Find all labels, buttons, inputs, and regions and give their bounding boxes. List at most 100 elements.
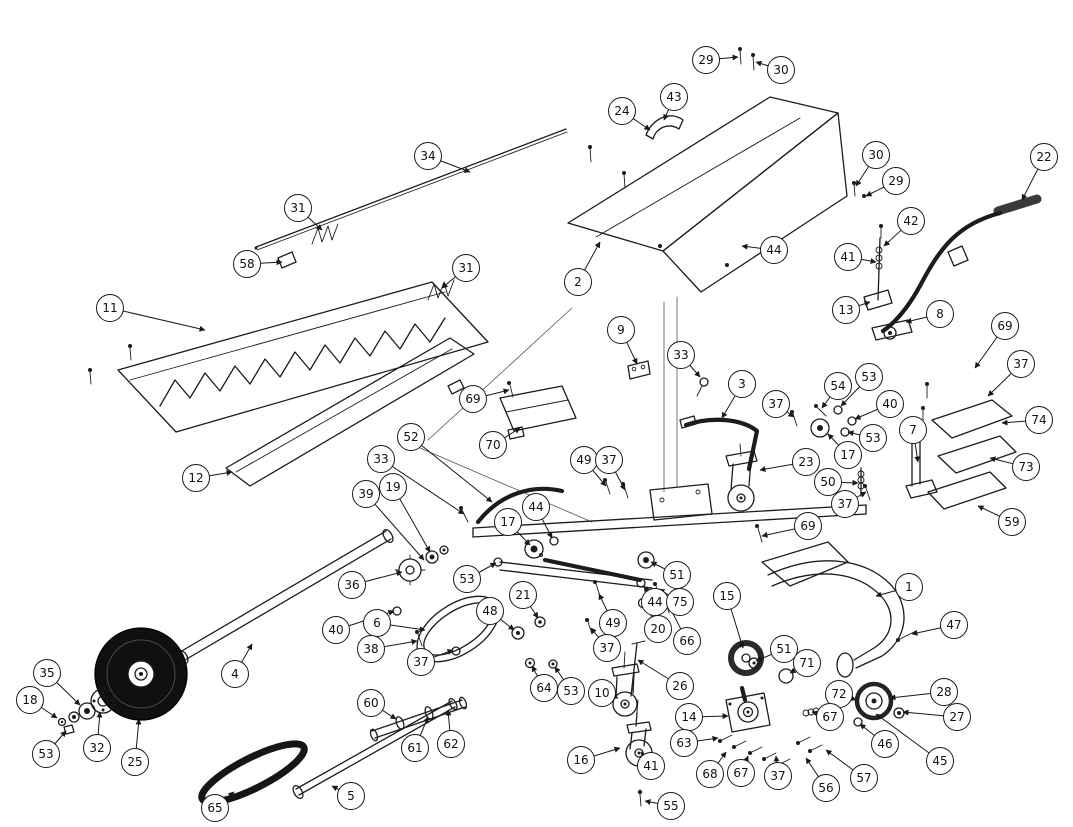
callout-balloon-39: 39 <box>352 480 380 508</box>
callout-balloon-8: 8 <box>926 300 954 328</box>
callout-balloon-54: 54 <box>824 372 852 400</box>
callout-balloon-37: 37 <box>762 390 790 418</box>
callout-balloon-20: 20 <box>644 615 672 643</box>
main-frame <box>419 296 917 642</box>
callout-balloon-42: 42 <box>897 207 925 235</box>
callout-balloon-40: 40 <box>322 616 350 644</box>
callout-balloon-7: 7 <box>899 416 927 444</box>
callout-balloon-53: 53 <box>453 565 481 593</box>
callout-balloon-11: 11 <box>96 294 124 322</box>
callout-balloon-63: 63 <box>670 729 698 757</box>
callout-balloon-30: 30 <box>767 56 795 84</box>
callout-balloon-36: 36 <box>338 571 366 599</box>
callout-balloon-44: 44 <box>641 588 669 616</box>
callout-balloon-18: 18 <box>16 686 44 714</box>
callout-balloon-53: 53 <box>32 740 60 768</box>
callout-balloon-37: 37 <box>593 634 621 662</box>
callout-balloon-31: 31 <box>452 254 480 282</box>
callout-balloon-73: 73 <box>1012 453 1040 481</box>
callout-balloon-45: 45 <box>926 747 954 775</box>
callout-balloon-19: 19 <box>379 473 407 501</box>
callout-balloon-25: 25 <box>121 748 149 776</box>
callout-balloon-13: 13 <box>832 296 860 324</box>
callout-balloon-66: 66 <box>673 627 701 655</box>
callout-balloon-58: 58 <box>233 250 261 278</box>
callout-balloon-56: 56 <box>812 774 840 802</box>
callout-balloon-41: 41 <box>834 243 862 271</box>
callout-balloon-6: 6 <box>363 609 391 637</box>
callout-balloon-10: 10 <box>588 679 616 707</box>
callout-balloon-35: 35 <box>33 659 61 687</box>
leader-line-11 <box>109 307 206 332</box>
callout-balloon-32: 32 <box>83 734 111 762</box>
callout-balloon-38: 38 <box>357 635 385 663</box>
callout-balloon-28: 28 <box>930 678 958 706</box>
callout-balloon-17: 17 <box>494 508 522 536</box>
rod-part <box>254 128 568 251</box>
callout-balloon-69: 69 <box>991 312 1019 340</box>
callout-balloon-40: 40 <box>876 390 904 418</box>
callout-balloon-12: 12 <box>182 464 210 492</box>
callout-balloon-31: 31 <box>284 194 312 222</box>
callout-balloon-49: 49 <box>599 609 627 637</box>
front-caster <box>725 443 758 512</box>
leader-line-33 <box>380 458 465 515</box>
callout-balloon-34: 34 <box>414 142 442 170</box>
callout-balloon-69: 69 <box>794 512 822 540</box>
callout-balloon-49: 49 <box>570 446 598 474</box>
callout-balloon-62: 62 <box>437 730 465 758</box>
callout-balloon-48: 48 <box>476 597 504 625</box>
callout-balloon-75: 75 <box>666 588 694 616</box>
callout-balloon-65: 65 <box>201 794 229 822</box>
right-wheel <box>853 681 905 727</box>
callout-balloon-52: 52 <box>397 423 425 451</box>
callout-balloon-64: 64 <box>530 674 558 702</box>
callout-balloon-44: 44 <box>522 493 550 521</box>
callout-balloon-3: 3 <box>728 370 756 398</box>
callout-balloon-22: 22 <box>1030 143 1058 171</box>
callout-balloon-43: 43 <box>660 83 688 111</box>
callout-balloon-5: 5 <box>337 782 365 810</box>
callout-balloon-15: 15 <box>713 582 741 610</box>
callout-balloon-29: 29 <box>882 167 910 195</box>
callout-balloon-30: 30 <box>862 141 890 169</box>
callout-balloon-1: 1 <box>895 573 923 601</box>
callout-balloon-46: 46 <box>871 730 899 758</box>
callout-balloon-69: 69 <box>459 385 487 413</box>
callout-balloon-72: 72 <box>825 680 853 708</box>
callout-balloon-14: 14 <box>675 703 703 731</box>
callout-balloon-17: 17 <box>834 441 862 469</box>
callout-balloon-44: 44 <box>760 236 788 264</box>
callout-balloon-53: 53 <box>855 363 883 391</box>
callout-balloon-26: 26 <box>666 672 694 700</box>
callout-balloon-16: 16 <box>567 746 595 774</box>
callout-balloon-37: 37 <box>764 762 792 790</box>
center-caster <box>611 640 646 717</box>
callout-balloon-67: 67 <box>816 703 844 731</box>
callout-balloon-23: 23 <box>792 448 820 476</box>
callout-balloon-21: 21 <box>509 581 537 609</box>
callout-balloon-37: 37 <box>1007 350 1035 378</box>
callout-balloon-53: 53 <box>557 677 585 705</box>
callout-balloon-37: 37 <box>595 446 623 474</box>
callout-balloon-71: 71 <box>793 649 821 677</box>
callout-balloon-53: 53 <box>859 424 887 452</box>
callout-balloon-55: 55 <box>657 792 685 820</box>
hood-assembly <box>567 47 866 293</box>
callout-balloon-33: 33 <box>667 341 695 369</box>
callout-balloon-57: 57 <box>850 764 878 792</box>
callout-balloon-51: 51 <box>663 561 691 589</box>
callout-balloon-37: 37 <box>831 490 859 518</box>
callout-balloon-59: 59 <box>998 508 1026 536</box>
callout-balloon-29: 29 <box>692 46 720 74</box>
callout-balloon-74: 74 <box>1025 406 1053 434</box>
callout-balloon-37: 37 <box>407 648 435 676</box>
callout-balloon-50: 50 <box>814 468 842 496</box>
callout-balloon-41: 41 <box>637 752 665 780</box>
callout-balloon-61: 61 <box>401 734 429 762</box>
callout-balloon-4: 4 <box>221 660 249 688</box>
callout-balloon-47: 47 <box>940 611 968 639</box>
callout-balloon-67: 67 <box>727 759 755 787</box>
